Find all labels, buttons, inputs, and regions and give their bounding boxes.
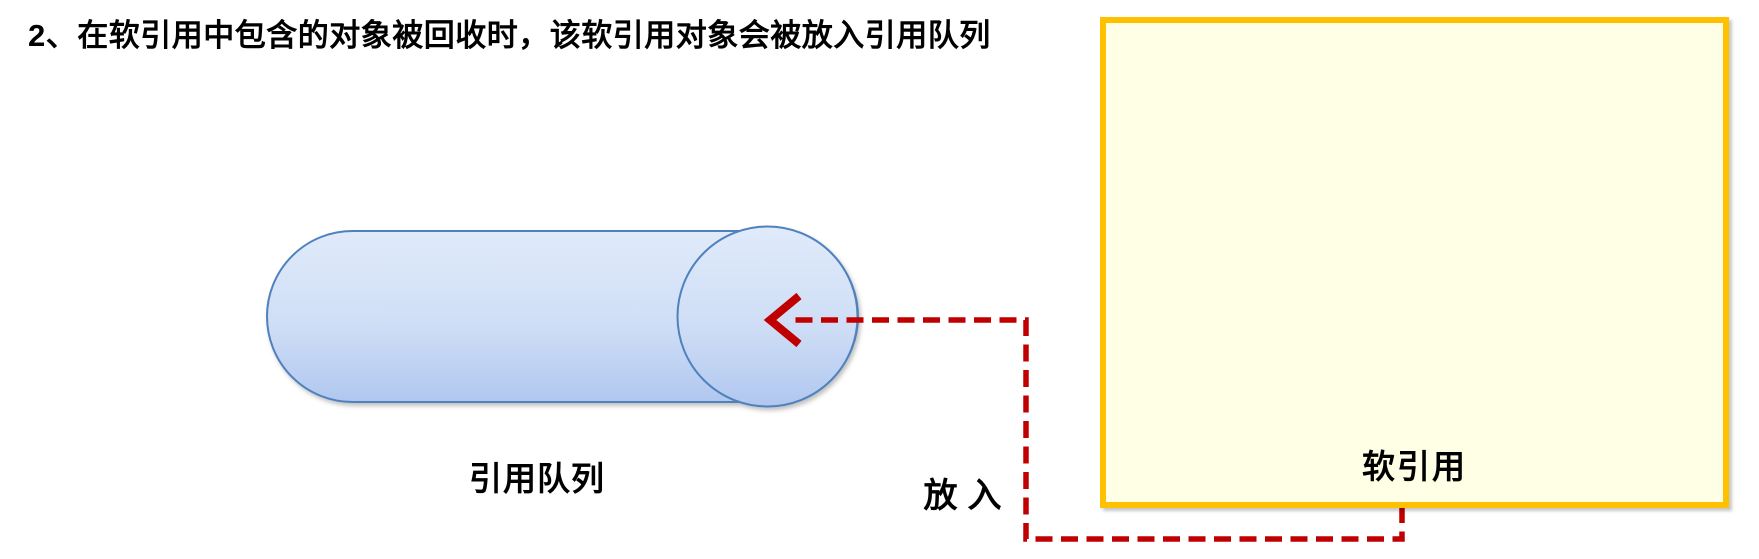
soft-reference-label: 软引用 xyxy=(1362,448,1467,485)
dashed-arrow-path xyxy=(788,317,1405,542)
reference-queue-label: 引用队列 xyxy=(469,460,605,497)
page-title: 2、在软引用中包含的对象被回收时，该软引用对象会被放入引用队列 xyxy=(28,18,991,53)
soft-reference-box: 软引用 xyxy=(1100,17,1729,508)
reference-queue-cylinder xyxy=(266,225,859,408)
cylinder-end-cap xyxy=(676,225,859,408)
arrow-head-icon xyxy=(763,292,802,348)
put-in-label: 放入 xyxy=(923,477,1012,515)
